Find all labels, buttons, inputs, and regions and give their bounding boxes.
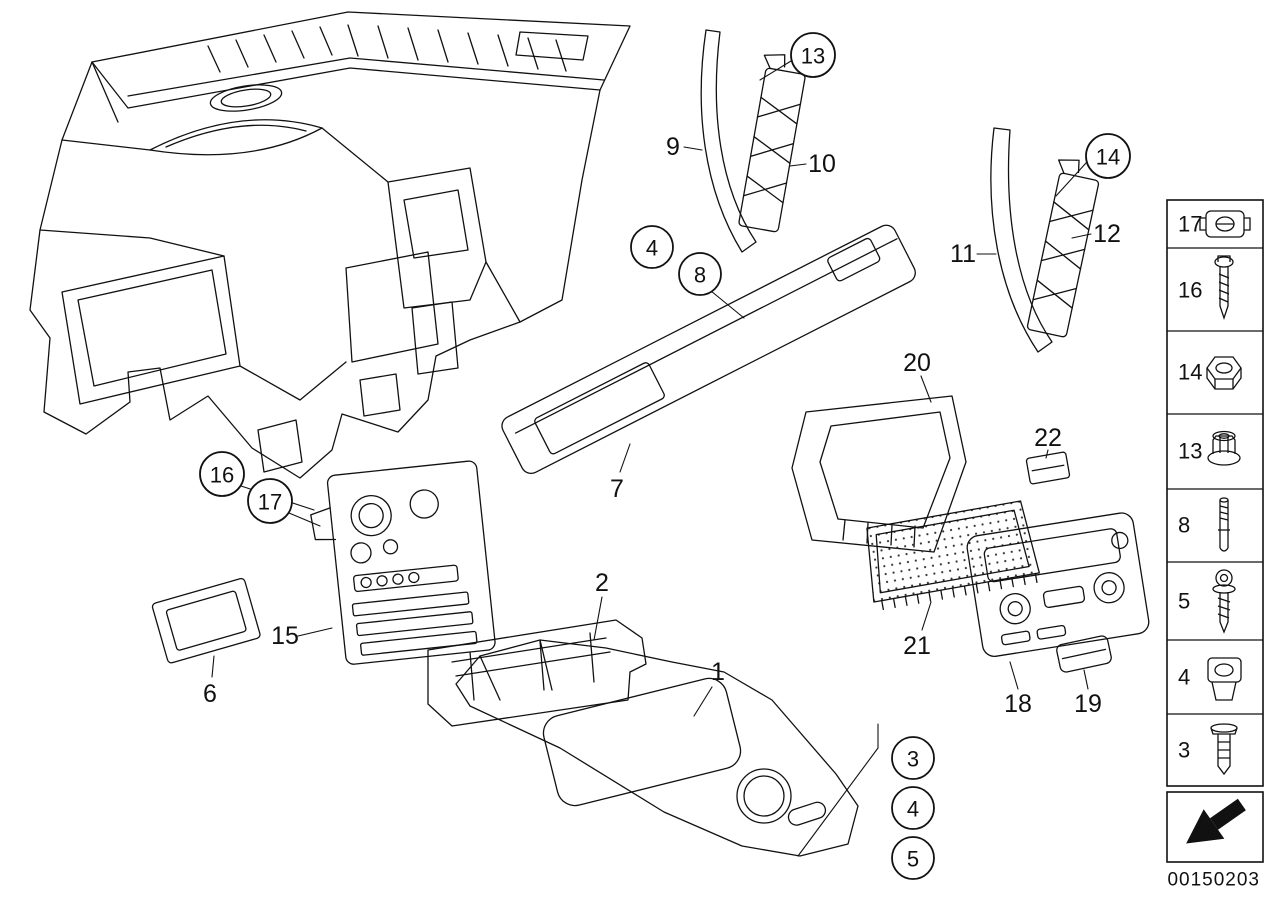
callout-20[interactable]: 20 xyxy=(903,349,931,377)
legend-item-17[interactable]: 17 xyxy=(1178,210,1251,238)
insert-19-drawing xyxy=(1056,635,1112,673)
legend-label[interactable]: 5 xyxy=(1178,589,1190,614)
callout-6[interactable]: 6 xyxy=(203,680,217,708)
callout-8-top[interactable]: 8 xyxy=(678,252,722,296)
callouts: 13 9 10 14 11 12 4 8 7 20 22 21 16 17 15 xyxy=(199,32,1131,880)
callout-10[interactable]: 10 xyxy=(808,150,836,178)
diagram-number: 00150203 xyxy=(1167,870,1260,891)
legend-item-13[interactable]: 13 xyxy=(1178,430,1241,466)
callout-label[interactable]: 16 xyxy=(210,463,234,488)
legend-label[interactable]: 13 xyxy=(1178,439,1202,464)
callout-18[interactable]: 18 xyxy=(1004,690,1032,718)
callout-label[interactable]: 4 xyxy=(646,236,658,261)
callout-12[interactable]: 12 xyxy=(1093,220,1121,248)
callout-3-stack[interactable]: 3 xyxy=(891,736,935,780)
mounting-rail-12-drawing xyxy=(1026,159,1100,338)
callout-label[interactable]: 14 xyxy=(1096,145,1120,170)
callout-19[interactable]: 19 xyxy=(1074,690,1102,718)
hex-nut-icon xyxy=(1206,356,1242,390)
mounting-rail-10-drawing xyxy=(738,54,806,233)
callout-label[interactable]: 5 xyxy=(907,847,919,872)
stud-pin-icon xyxy=(1218,497,1230,552)
callout-14[interactable]: 14 xyxy=(1085,133,1131,179)
flange-nut-icon xyxy=(1207,430,1241,466)
legend-item-16[interactable]: 16 xyxy=(1178,255,1234,321)
pillar-trim-11-drawing xyxy=(990,127,1053,353)
callout-label[interactable]: 17 xyxy=(258,490,282,515)
position-arrow-icon xyxy=(1186,798,1246,844)
insert-22-drawing xyxy=(1025,451,1071,485)
callout-2[interactable]: 2 xyxy=(595,569,609,597)
legend-label[interactable]: 16 xyxy=(1178,278,1202,303)
callout-17[interactable]: 17 xyxy=(247,478,293,524)
control-panel-trim-18-drawing xyxy=(966,512,1150,657)
washer-screw-icon xyxy=(1212,569,1236,634)
callout-13[interactable]: 13 xyxy=(790,32,836,78)
callout-22[interactable]: 22 xyxy=(1034,424,1062,452)
callout-7[interactable]: 7 xyxy=(610,475,624,503)
legend-label[interactable]: 3 xyxy=(1178,738,1190,763)
expansion-nut-icon xyxy=(1207,657,1242,701)
callout-4-top[interactable]: 4 xyxy=(630,225,674,269)
callout-21[interactable]: 21 xyxy=(903,632,931,660)
legend-item-5[interactable]: 5 xyxy=(1178,569,1236,634)
leader-lines xyxy=(211,60,1092,857)
callout-label[interactable]: 8 xyxy=(694,263,706,288)
legend-label[interactable]: 4 xyxy=(1178,665,1190,690)
callout-label[interactable]: 3 xyxy=(907,747,919,772)
legend-item-14[interactable]: 14 xyxy=(1178,356,1242,390)
decor-strip-7-drawing xyxy=(501,224,916,475)
legend-label[interactable]: 14 xyxy=(1178,360,1202,385)
callout-11[interactable]: 11 xyxy=(950,240,976,268)
decor-trim-6-drawing xyxy=(151,577,261,664)
legend-item-4[interactable]: 4 xyxy=(1178,657,1242,701)
callout-15[interactable]: 15 xyxy=(271,622,299,650)
callout-4-stack[interactable]: 4 xyxy=(891,786,935,830)
callout-9[interactable]: 9 xyxy=(666,133,680,161)
fastener-legend: 17 16 14 xyxy=(1166,199,1264,863)
legend-item-3[interactable]: 3 xyxy=(1178,723,1238,776)
instrument-panel-carrier-drawing xyxy=(29,11,631,479)
expansion-rivet-icon xyxy=(1210,723,1238,776)
center-stack-trim-15-drawing xyxy=(310,460,496,665)
cage-nut-icon xyxy=(1199,210,1251,238)
speaker-grille-21-drawing xyxy=(866,500,1040,611)
callout-5-stack[interactable]: 5 xyxy=(891,836,935,880)
callout-label[interactable]: 13 xyxy=(801,44,825,69)
console-bracket-2-drawing xyxy=(427,619,647,727)
callout-label[interactable]: 4 xyxy=(907,797,919,822)
legend-label[interactable]: 8 xyxy=(1178,513,1190,538)
legend-label[interactable]: 17 xyxy=(1178,212,1202,237)
callout-1[interactable]: 1 xyxy=(711,658,725,686)
console-trim-1-drawing xyxy=(455,639,859,857)
pillar-trim-9-drawing xyxy=(700,29,757,253)
legend-item-8[interactable]: 8 xyxy=(1178,497,1230,552)
screw-icon xyxy=(1214,255,1234,321)
callout-16[interactable]: 16 xyxy=(199,451,245,497)
